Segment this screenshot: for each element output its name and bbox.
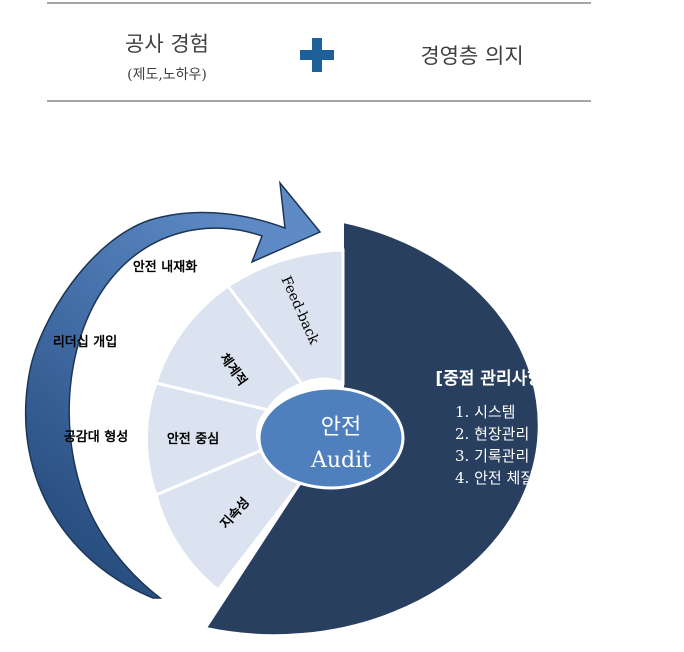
audit-center-line1: 안전 [321, 415, 361, 440]
plus-icon [300, 38, 334, 72]
focus-item-3: 3. 기록관리 [455, 447, 529, 465]
focus-item-1: 1. 시스템 [455, 403, 515, 421]
audit-center [257, 386, 405, 490]
arrow-label-leadership: 리더십 개입 [53, 334, 117, 350]
cycle-arrow [24, 180, 322, 599]
construction-experience-title: 공사 경험 [125, 32, 209, 56]
segment-label-safety-focus: 안전 중심 [167, 431, 219, 447]
segment-ring [144, 248, 345, 593]
focus-item-2: 2. 현장관리 [455, 425, 529, 443]
audit-center-line2: Audit [310, 448, 371, 473]
construction-experience-subtitle: (제도,노하우) [127, 67, 207, 83]
header-bar: 공사 경험 (제도,노하우) 경영층 의지 [47, 0, 591, 103]
top-rule [47, 2, 591, 4]
focus-item-4: 4. 안전 체질화 [455, 469, 548, 487]
management-will-title: 경영층 의지 [420, 44, 524, 68]
bottom-rule [47, 100, 591, 102]
arrow-label-consensus: 공감대 형성 [64, 429, 128, 445]
arrow-label-internalize: 안전 내재화 [133, 259, 197, 275]
focus-title: [중점 관리사항] [435, 368, 550, 389]
